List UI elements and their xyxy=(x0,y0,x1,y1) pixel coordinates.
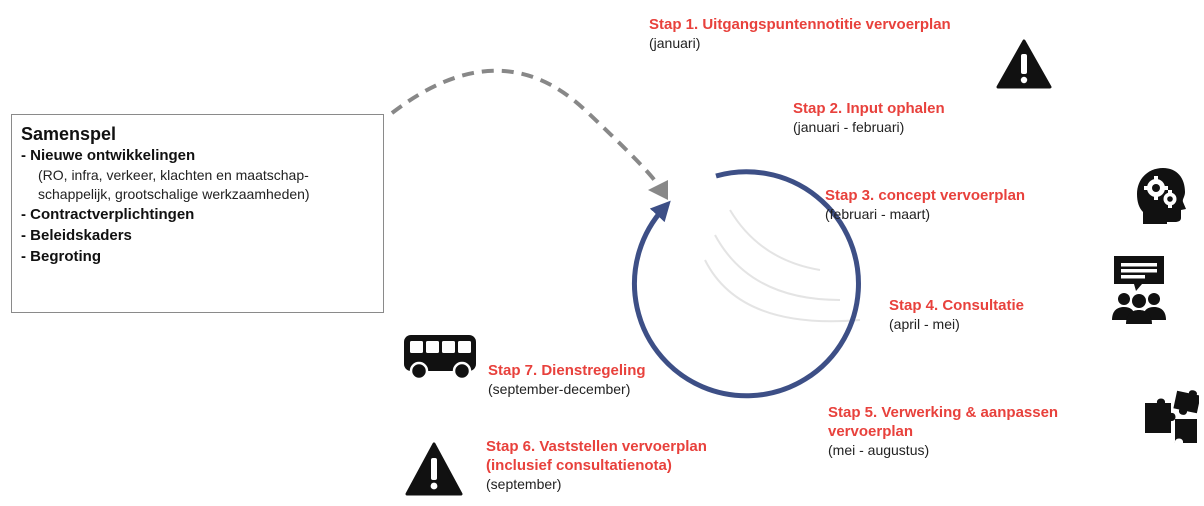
step-4-date: (april - mei) xyxy=(889,316,960,332)
step-5: Stap 5. Verwerking & aanpassen vervoerpl… xyxy=(828,403,1058,460)
step-6-date: (september) xyxy=(486,476,562,492)
group-chat-icon xyxy=(1112,256,1166,324)
step-4-title: Stap 4. Consultatie xyxy=(889,297,1025,314)
step-6: Stap 6. Vaststellen vervoerplan (inclusi… xyxy=(486,437,707,494)
head-gears-icon xyxy=(1137,168,1186,224)
samenspel-item-beleidskaders: - Beleidskaders xyxy=(21,227,132,244)
inner-arcs xyxy=(704,209,861,323)
step-7-title: Stap 7. Dienstregeling xyxy=(488,362,646,379)
samenspel-item-begroting: - Begroting xyxy=(21,248,101,265)
step-1: Stap 1. Uitgangspuntennotitie vervoerpla… xyxy=(649,15,951,53)
warning-icon-step-6 xyxy=(405,442,463,496)
step-3-title: Stap 3. concept vervoerplan xyxy=(825,187,1026,204)
puzzle-icon xyxy=(1145,390,1199,443)
bus-icon xyxy=(404,335,476,381)
warning-icon xyxy=(996,39,1052,89)
cycle-arc xyxy=(632,169,861,399)
samenspel-item-contractverplichtingen: - Contractverplichtingen xyxy=(21,206,195,223)
samenspel-subtext-line1: (RO, infra, verkeer, klachten en maatsch… xyxy=(38,167,309,183)
step-6-title-line1: Stap 6. Vaststellen vervoerplan xyxy=(486,438,707,455)
step-1-date: (januari) xyxy=(649,35,701,51)
step-6-title-line2: (inclusief consultatienota) xyxy=(486,457,672,474)
samenspel-box: Samenspel - Nieuwe ontwikkelingen (RO, i… xyxy=(11,114,384,313)
step-3: Stap 3. concept vervoerplan (februari - … xyxy=(825,186,1025,224)
step-5-title-line2: vervoerplan xyxy=(828,423,914,440)
step-7: Stap 7. Dienstregeling (september-decemb… xyxy=(488,361,646,399)
step-2: Stap 2. Input ophalen (januari - februar… xyxy=(793,99,945,137)
dashed-arrow xyxy=(390,68,669,200)
step-2-title: Stap 2. Input ophalen xyxy=(793,100,945,117)
step-7-date: (september-december) xyxy=(488,381,631,397)
samenspel-subtext-line2: schappelijk, grootschalige werkzaamheden… xyxy=(38,186,310,202)
samenspel-title: Samenspel xyxy=(21,124,117,144)
samenspel-item-nieuwe-ontwikkelingen: - Nieuwe ontwikkelingen xyxy=(21,147,196,164)
step-1-title: Stap 1. Uitgangspuntennotitie vervoerpla… xyxy=(649,16,951,33)
step-4: Stap 4. Consultatie (april - mei) xyxy=(889,296,1024,334)
step-5-date: (mei - augustus) xyxy=(828,442,930,458)
step-2-date: (januari - februari) xyxy=(793,119,905,135)
step-3-date: (februari - maart) xyxy=(825,206,931,222)
step-5-title-line1: Stap 5. Verwerking & aanpassen xyxy=(828,404,1059,421)
